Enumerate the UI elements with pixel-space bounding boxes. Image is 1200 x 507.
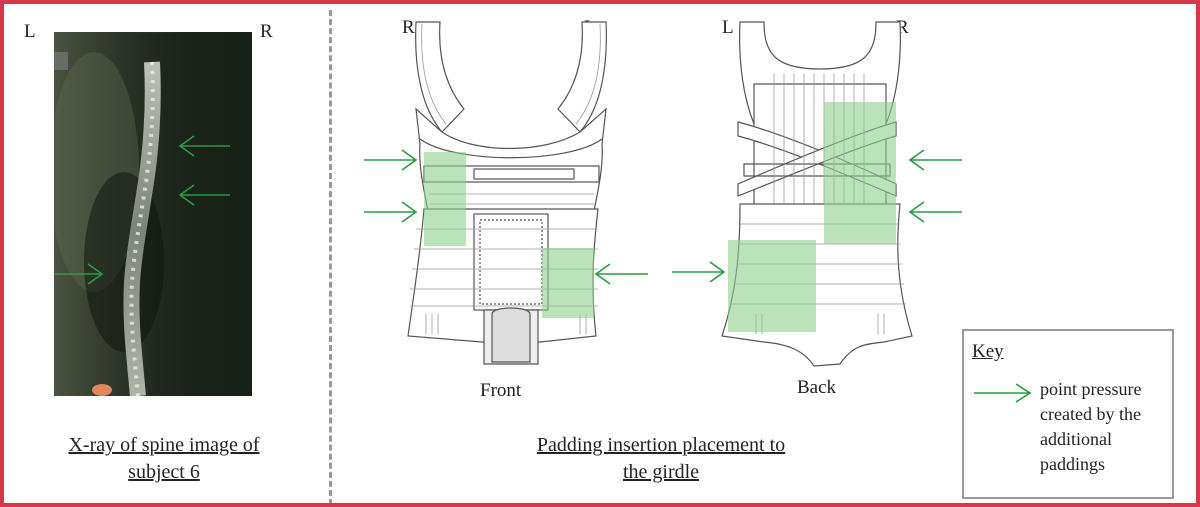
pressure-arrow-icon xyxy=(364,201,418,223)
padding-inserts xyxy=(424,152,594,318)
pressure-arrow-icon xyxy=(54,263,104,285)
pressure-arrow-icon xyxy=(594,263,648,285)
xray-right-label: R xyxy=(260,21,273,42)
front-view-label: Front xyxy=(480,380,522,401)
back-view-label: Back xyxy=(797,377,837,398)
girdle-back-drawing xyxy=(672,21,962,367)
pressure-arrow-icon xyxy=(364,149,418,171)
xray-left-label: L xyxy=(24,21,36,42)
pressure-arrow-icon xyxy=(672,261,726,283)
xray-caption: X-ray of spine image of subject 6 xyxy=(68,434,260,483)
legend-arrow-icon xyxy=(974,383,1032,403)
xray-image xyxy=(54,32,252,396)
panel-divider xyxy=(329,10,332,503)
pressure-arrow-icon xyxy=(178,135,230,157)
pressure-arrow-icon xyxy=(178,184,230,206)
xray-arrows xyxy=(54,135,230,285)
front-left-label: R xyxy=(402,17,415,38)
padding-inserts xyxy=(728,102,896,332)
girdle-front-drawing xyxy=(364,21,648,365)
pressure-arrow-icon xyxy=(908,149,962,171)
legend-description: point pressure created by the additional… xyxy=(1040,379,1142,474)
back-left-label: L xyxy=(722,17,734,38)
legend-title: Key xyxy=(972,341,1004,362)
legend-box: Key point pressure created by the additi… xyxy=(962,329,1174,499)
girdle-caption: Padding insertion placement to the girdl… xyxy=(536,434,786,483)
pressure-arrow-icon xyxy=(908,201,962,223)
